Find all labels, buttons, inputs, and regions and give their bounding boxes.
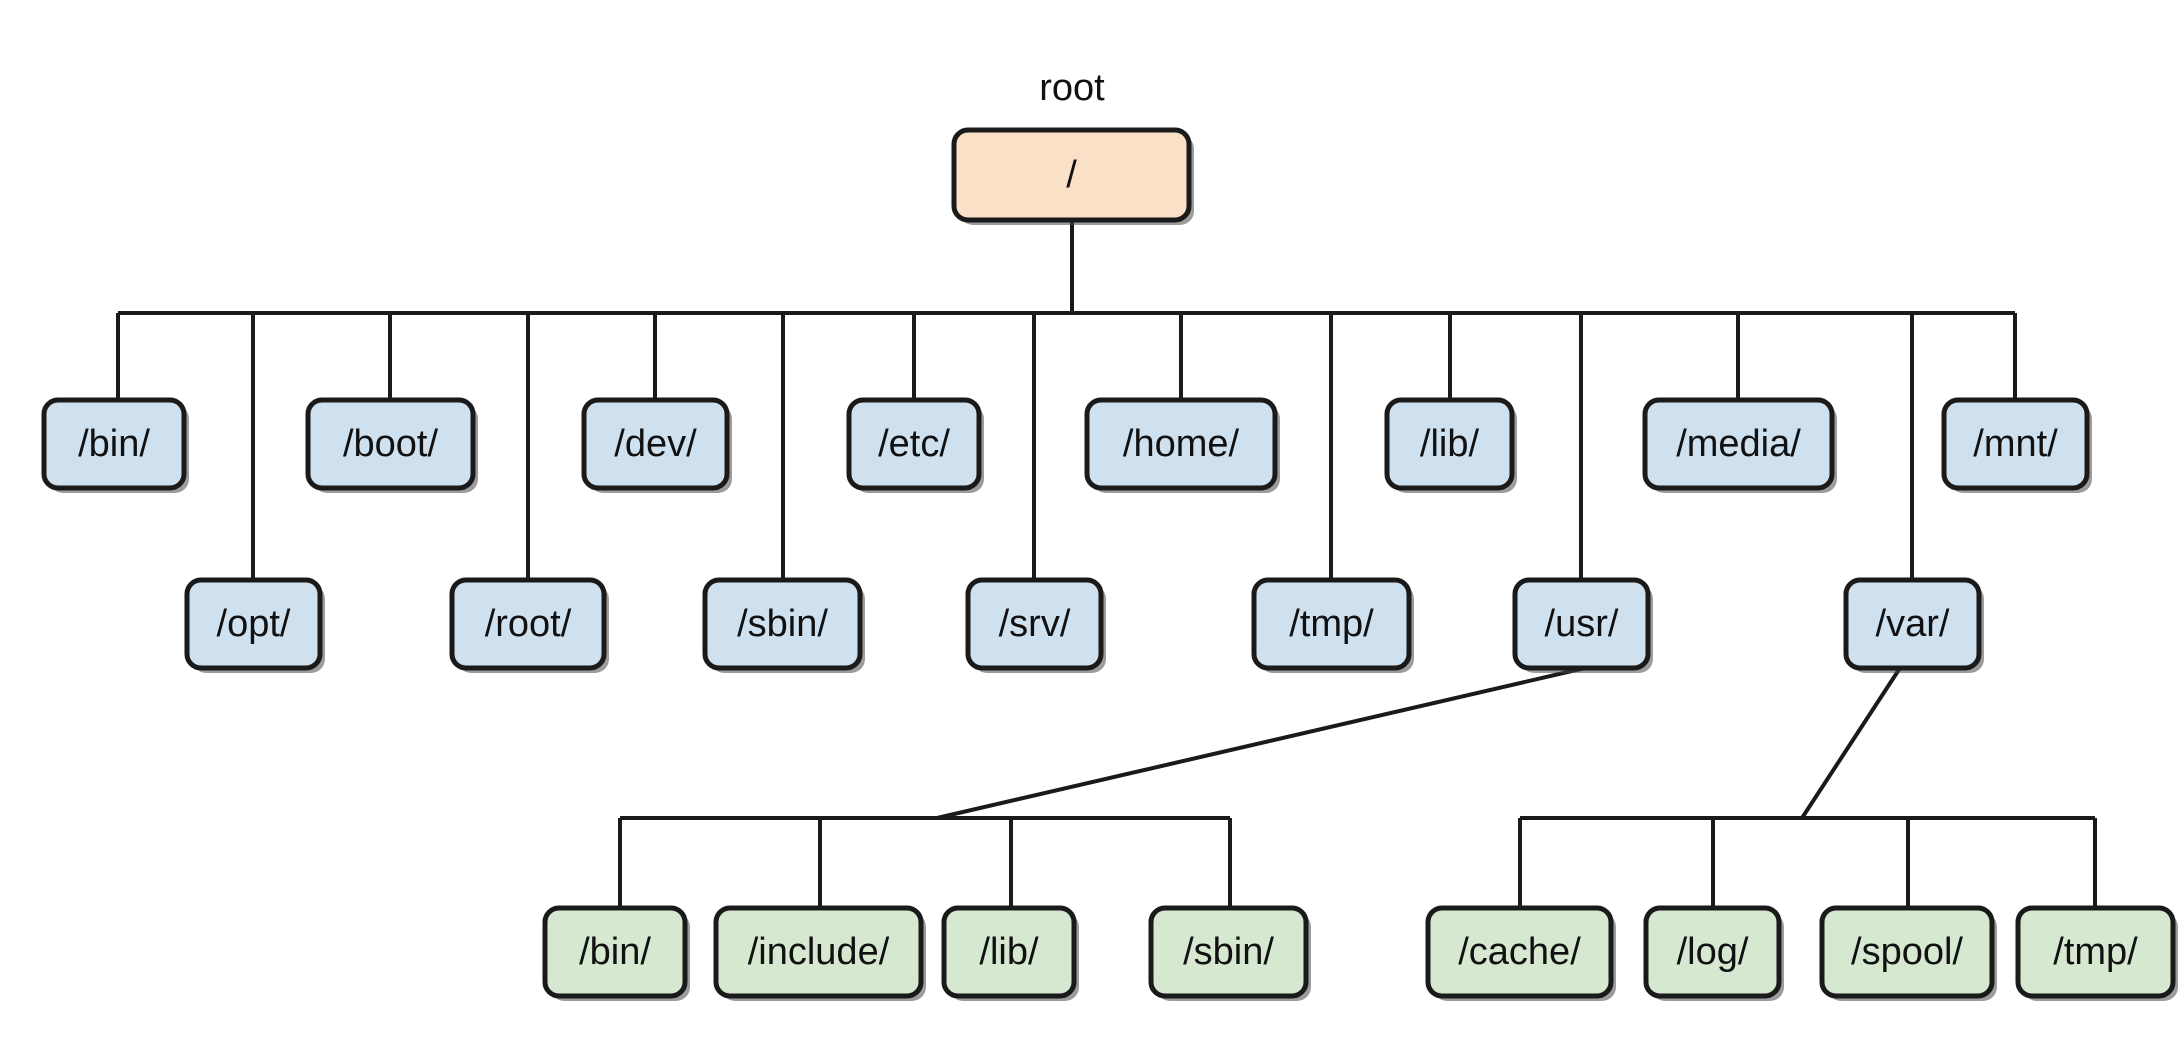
node-rect[interactable] [941, 905, 1077, 999]
node-rect[interactable] [449, 577, 607, 671]
node-label: /sbin/ [737, 603, 828, 645]
node-tmp-var[interactable]: /tmp/ [2015, 905, 2178, 1001]
node-rect[interactable] [581, 397, 730, 491]
node-etc-l1[interactable]: /etc/ [846, 397, 984, 493]
node-label: /srv/ [999, 603, 1071, 645]
diagonal-usr [936, 666, 1586, 820]
node-label: /usr/ [1545, 603, 1619, 645]
node-sbin-l2[interactable]: /sbin/ [702, 577, 865, 673]
node-rect[interactable] [702, 577, 863, 671]
node-spool-var[interactable]: /spool/ [1819, 905, 1997, 1001]
node-label: /cache/ [1458, 931, 1581, 973]
node-lib-usr[interactable]: /lib/ [941, 905, 1079, 1001]
node-rect[interactable] [1148, 905, 1309, 999]
node-label: /bin/ [579, 931, 651, 973]
node-tmp-l2[interactable]: /tmp/ [1251, 577, 1414, 673]
node--root[interactable]: / [951, 127, 1194, 225]
node-media-l1[interactable]: /media/ [1642, 397, 1837, 493]
node-rect[interactable] [1384, 397, 1515, 491]
node-bin-usr[interactable]: /bin/ [542, 905, 690, 1001]
node-label: /root/ [485, 603, 572, 645]
node-rect[interactable] [2015, 905, 2176, 999]
diagonal-var [1800, 666, 1902, 820]
node-label: /opt/ [217, 603, 291, 645]
node-label: /log/ [1677, 931, 1749, 973]
node-label: /include/ [748, 931, 890, 973]
node-rect[interactable] [1843, 577, 1982, 671]
node-rect[interactable] [184, 577, 323, 671]
node-rect[interactable] [713, 905, 924, 999]
node-log-var[interactable]: /log/ [1643, 905, 1784, 1001]
node-lib-l1[interactable]: /lib/ [1384, 397, 1517, 493]
node-bin-l1[interactable]: /bin/ [41, 397, 189, 493]
node-label: /dev/ [614, 423, 697, 465]
node-opt-l2[interactable]: /opt/ [184, 577, 325, 673]
node-rect[interactable] [305, 397, 476, 491]
node-usr-l2[interactable]: /usr/ [1512, 577, 1653, 673]
node-include-usr[interactable]: /include/ [713, 905, 926, 1001]
node-sbin-usr[interactable]: /sbin/ [1148, 905, 1311, 1001]
node-rect[interactable] [1512, 577, 1651, 671]
edges-layer [116, 175, 2097, 908]
node-root-l2[interactable]: /root/ [449, 577, 609, 673]
node-label: /tmp/ [1289, 603, 1374, 645]
node-label: /home/ [1123, 423, 1240, 465]
node-label: /spool/ [1851, 931, 1963, 973]
node-label: / [1066, 154, 1077, 196]
node-label: /bin/ [78, 423, 150, 465]
node-label: /sbin/ [1183, 931, 1274, 973]
node-rect[interactable] [1251, 577, 1412, 671]
captions-layer: root [1039, 67, 1105, 109]
node-boot-l1[interactable]: /boot/ [305, 397, 478, 493]
node-rect[interactable] [846, 397, 982, 491]
node-rect[interactable] [1084, 397, 1278, 491]
node-rect[interactable] [1643, 905, 1782, 999]
node-label: /var/ [1876, 603, 1950, 645]
nodes-layer: / /bin/ /boot/ /dev/ /etc/ /home/ /lib/ /media/… [41, 127, 2178, 1001]
node-cache-var[interactable]: /cache/ [1425, 905, 1616, 1001]
node-var-l2[interactable]: /var/ [1843, 577, 1984, 673]
node-label: /media/ [1676, 423, 1801, 465]
node-label: /etc/ [878, 423, 950, 465]
node-mnt-l1[interactable]: /mnt/ [1941, 397, 2092, 493]
node-rect[interactable] [965, 577, 1104, 671]
node-rect[interactable] [542, 905, 688, 999]
node-rect[interactable] [1819, 905, 1995, 999]
node-rect[interactable] [41, 397, 187, 491]
node-rect[interactable] [1642, 397, 1835, 491]
node-label: /mnt/ [1973, 423, 2058, 465]
node-srv-l2[interactable]: /srv/ [965, 577, 1106, 673]
root-caption: root [1039, 67, 1105, 109]
node-home-l1[interactable]: /home/ [1084, 397, 1280, 493]
node-rect[interactable] [1941, 397, 2090, 491]
node-label: /lib/ [979, 931, 1039, 973]
node-dev-l1[interactable]: /dev/ [581, 397, 732, 493]
node-rect[interactable] [1425, 905, 1614, 999]
node-rect[interactable] [951, 127, 1192, 223]
node-label: /boot/ [343, 423, 439, 465]
node-label: /lib/ [1420, 423, 1480, 465]
node-label: /tmp/ [2053, 931, 2138, 973]
